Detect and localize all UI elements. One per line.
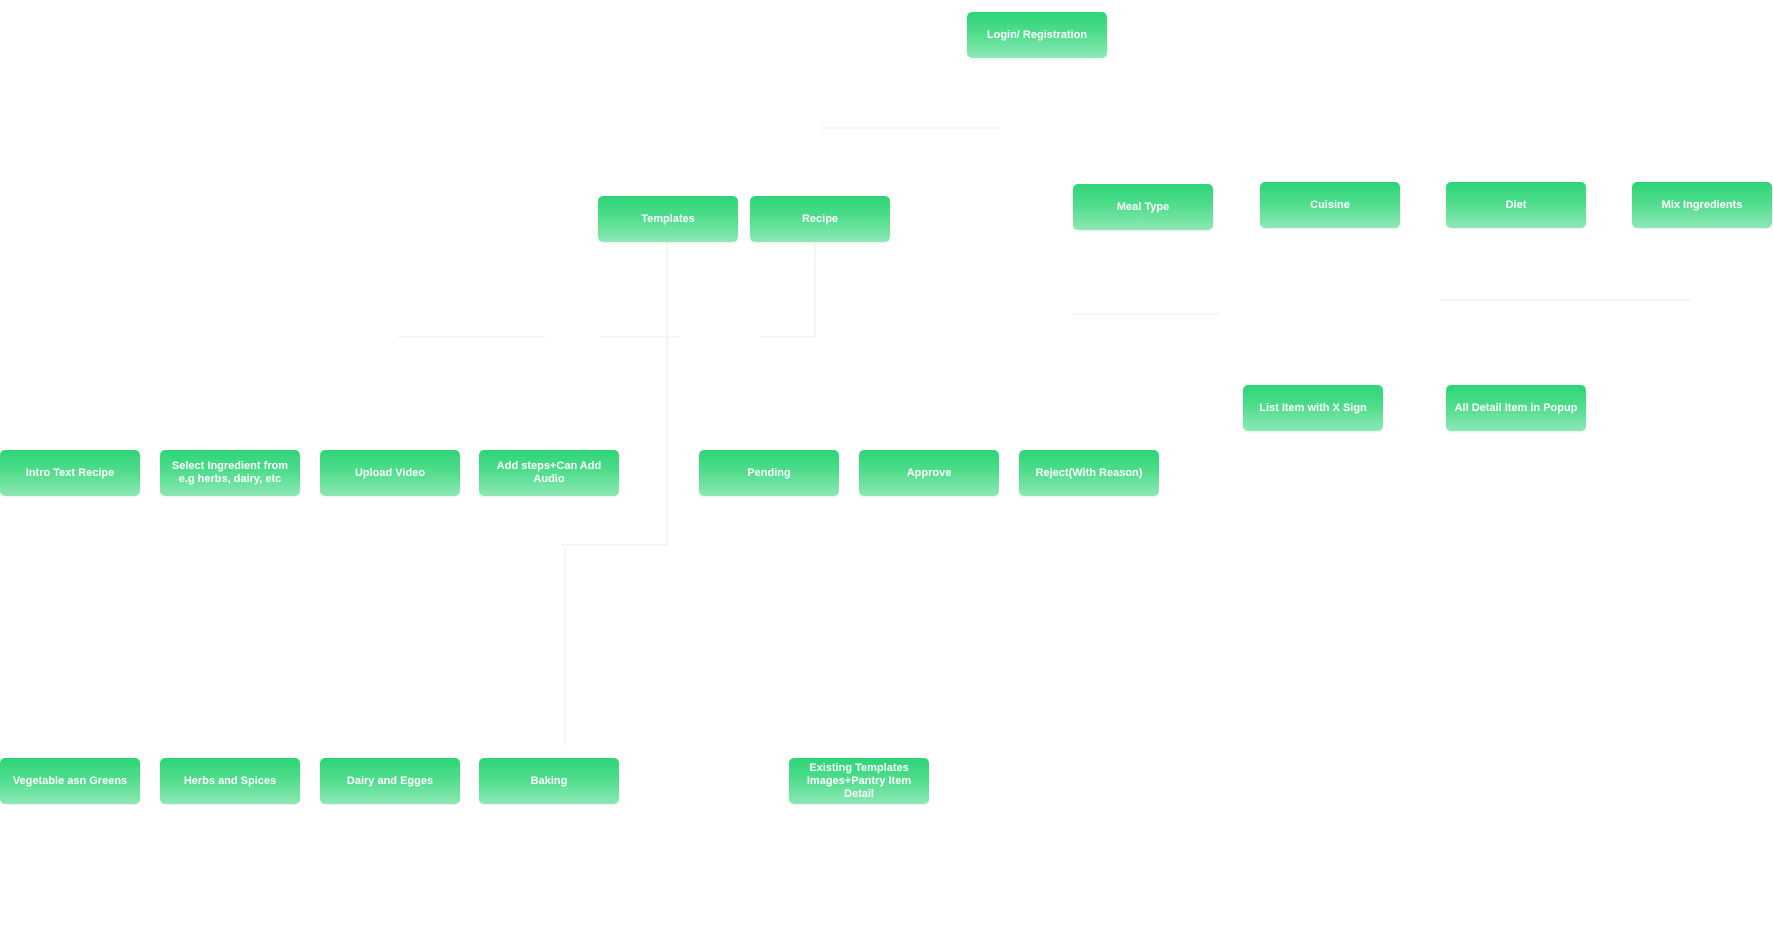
approve-node[interactable]: Approve bbox=[859, 450, 999, 496]
upload-video-label: Upload Video bbox=[354, 466, 426, 479]
connector-recipe-down bbox=[760, 244, 816, 338]
herbs-spices-node[interactable]: Herbs and Spices bbox=[160, 758, 300, 804]
meal-type-node[interactable]: Meal Type bbox=[1073, 184, 1213, 230]
pending-node[interactable]: Pending bbox=[699, 450, 839, 496]
intro-text-recipe-label: Intro Text Recipe bbox=[25, 466, 115, 479]
all-detail-popup-label: All Detail Item in Popup bbox=[1454, 401, 1578, 414]
all-detail-popup-node[interactable]: All Detail Item in Popup bbox=[1446, 385, 1586, 431]
approve-label: Approve bbox=[906, 466, 952, 479]
list-item-x-sign-node[interactable]: List Item with X Sign bbox=[1243, 385, 1383, 431]
intro-text-recipe-node[interactable]: Intro Text Recipe bbox=[0, 450, 140, 496]
add-steps-audio-label: Add steps+Can Add Audio bbox=[496, 460, 602, 485]
templates-label: Templates bbox=[641, 212, 695, 225]
meal-type-label: Meal Type bbox=[1116, 200, 1170, 213]
upload-video-node[interactable]: Upload Video bbox=[320, 450, 460, 496]
diet-label: Diet bbox=[1505, 198, 1527, 211]
login-registration-node[interactable]: Login/ Registration bbox=[967, 12, 1107, 58]
reject-with-reason-node[interactable]: Reject(With Reason) bbox=[1019, 450, 1159, 496]
login-registration-label: Login/ Registration bbox=[986, 28, 1088, 41]
existing-templates-node[interactable]: Existing Templates Images+Pantry Item De… bbox=[789, 758, 929, 804]
mix-ingredients-label: Mix Ingredients bbox=[1661, 198, 1743, 211]
diet-node[interactable]: Diet bbox=[1446, 182, 1586, 228]
mix-ingredients-node[interactable]: Mix Ingredients bbox=[1632, 182, 1772, 228]
baking-node[interactable]: Baking bbox=[479, 758, 619, 804]
recipe-node[interactable]: Recipe bbox=[750, 196, 890, 242]
add-steps-audio-node[interactable]: Add steps+Can Add Audio bbox=[479, 450, 619, 496]
existing-templates-label: Existing Templates Images+Pantry Item De… bbox=[806, 761, 912, 800]
dairy-egges-label: Dairy and Egges bbox=[346, 774, 434, 787]
recipe-label: Recipe bbox=[801, 212, 839, 225]
cuisine-node[interactable]: Cuisine bbox=[1260, 182, 1400, 228]
templates-node[interactable]: Templates bbox=[598, 196, 738, 242]
vegetable-greens-label: Vegetable asn Greens bbox=[12, 774, 128, 787]
reject-with-reason-label: Reject(With Reason) bbox=[1035, 466, 1143, 479]
select-ingredient-node[interactable]: Select Ingredient from e.g herbs, dairy,… bbox=[160, 450, 300, 496]
vegetable-greens-node[interactable]: Vegetable asn Greens bbox=[0, 758, 140, 804]
dairy-egges-node[interactable]: Dairy and Egges bbox=[320, 758, 460, 804]
baking-label: Baking bbox=[530, 774, 568, 787]
cuisine-label: Cuisine bbox=[1310, 198, 1350, 211]
herbs-spices-label: Herbs and Spices bbox=[183, 774, 277, 787]
pending-label: Pending bbox=[747, 466, 791, 479]
list-item-x-sign-label: List Item with X Sign bbox=[1259, 401, 1367, 414]
select-ingredient-label: Select Ingredient from e.g herbs, dairy,… bbox=[171, 460, 289, 485]
